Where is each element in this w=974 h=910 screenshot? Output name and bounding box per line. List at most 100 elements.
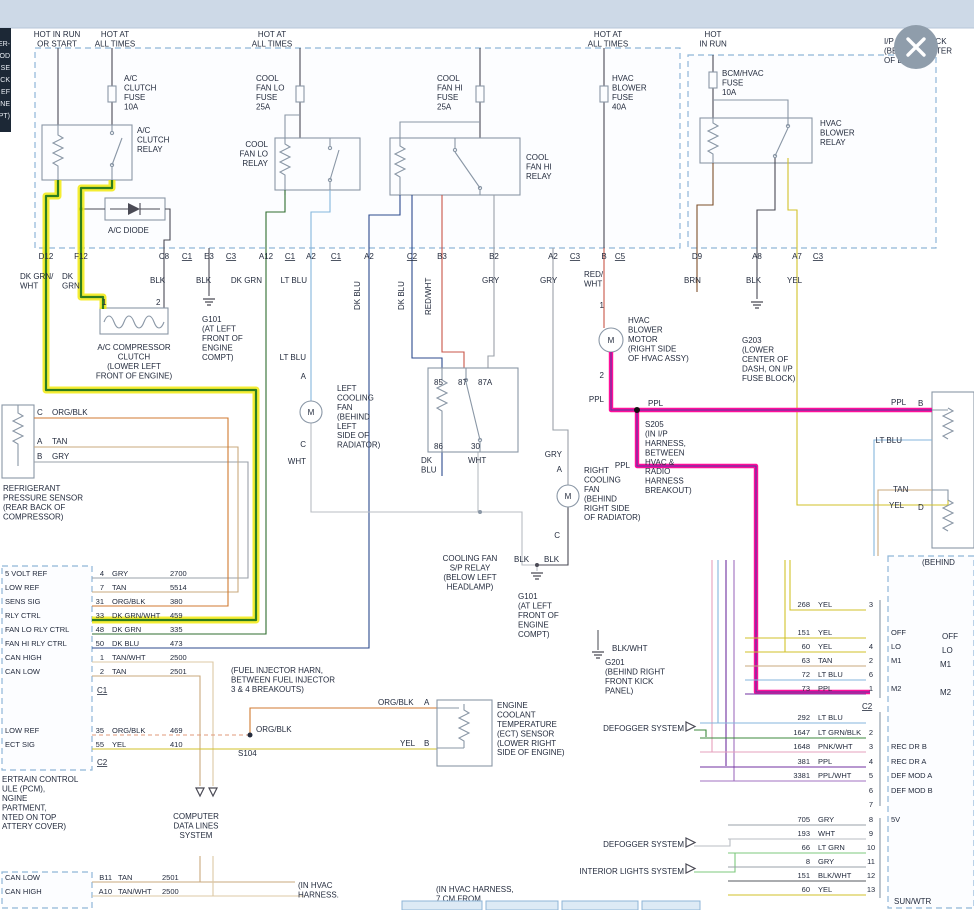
pcm-pin-function: RLY CTRL [5, 611, 41, 620]
pcm-pin-function: LOW REF [5, 583, 40, 592]
label-c2r: C2 [862, 702, 873, 711]
connector-label-c2-11: C2 [407, 252, 418, 261]
right-wire-color: PPL [818, 757, 832, 766]
right-wire-color: PPL/WHT [818, 771, 852, 780]
right-pin-number: 8 [869, 815, 873, 824]
highlight-traces[interactable] [42, 180, 932, 695]
pcm-pin-number: A10 [99, 887, 112, 896]
label-res-ltblu: LT BLU [876, 436, 903, 445]
right-circuit-number: 60 [802, 642, 810, 651]
right-pin-function: 5V [891, 815, 900, 824]
label-rf-a: A [557, 465, 563, 474]
close-icon [906, 37, 926, 57]
right-circuit-number: 381 [797, 757, 810, 766]
pcm-wire-color: GRY [112, 569, 128, 578]
connector-label-a7-20: A7 [792, 252, 802, 261]
label-ps-cw: ORG/BLK [52, 408, 88, 417]
connector-label-a2-14: A2 [548, 252, 558, 261]
pcm-circuit-number: 473 [170, 639, 183, 648]
right-pin-function: DEF MOD A [891, 771, 932, 780]
label-sp87: 87 [458, 378, 467, 387]
label-motor-m-blower: M [608, 336, 615, 345]
cutoff-text-fragment: NE [0, 101, 10, 108]
close-button[interactable] [894, 25, 938, 69]
cutoff-text-fragment: OD [0, 53, 10, 60]
pcm-circuit-number: 2700 [170, 569, 187, 578]
components [11, 307, 955, 767]
pcm-box [1, 565, 93, 909]
right-wire-color: GRY [818, 815, 834, 824]
pcm-circuit-number: 2500 [162, 887, 179, 896]
label-lf-a: A [301, 372, 307, 381]
right-wire-color: LT BLU [818, 670, 843, 679]
label-motor-m-right: M [565, 492, 572, 501]
label-orgblk2: ORG/BLK [256, 725, 292, 734]
g203-ground-icon [751, 301, 763, 309]
right-wire-color: YEL [818, 642, 832, 651]
pcm-wire-color: TAN [118, 873, 132, 882]
right-wire-color: WHT [818, 829, 835, 838]
pcm-wire-color: ORG/BLK [112, 726, 145, 735]
connector-label-c1-9: C1 [331, 252, 342, 261]
label-lo: LO [942, 646, 953, 655]
pcm-pin-number: 48 [96, 625, 104, 634]
s104-splice-dot [247, 732, 253, 738]
pcm-pin-number: 1 [100, 653, 104, 662]
label-blk-b: BLK [544, 555, 560, 564]
pcm-pin-number: 7 [100, 583, 104, 592]
hvac-blower-fuse-icon [599, 85, 609, 103]
label-ppl-c: PPL [615, 461, 631, 470]
defogger-arrow-icon [685, 837, 697, 848]
pcm-circuit-number: 380 [170, 597, 183, 606]
pcm-pin-number: 55 [96, 740, 104, 749]
label-motor-m-left: M [308, 408, 315, 417]
label-sp85: 85 [434, 378, 443, 387]
right-circuit-number: 8 [806, 857, 810, 866]
fuse-block-internals [41, 48, 609, 248]
pcm-pin-function: LOW REF [5, 726, 40, 735]
label-res-b: B [918, 399, 923, 408]
ac-compressor-clutch-box [99, 307, 169, 335]
right-cooling-fan-motor-icon [556, 484, 580, 508]
label-wc8: DK BLU [397, 281, 406, 310]
cooling-fan-sp-relay-box [427, 367, 519, 453]
pcm-pin-number: 33 [96, 611, 104, 620]
right-circuit-number: 1647 [793, 728, 810, 737]
pcm-circuit-number: 2501 [170, 667, 187, 676]
label-rf-gry: GRY [545, 450, 563, 459]
connector-label-c3-5: C3 [226, 252, 237, 261]
right-pin-number: 2 [869, 728, 873, 737]
label-orgblk3: ORG/BLK [378, 698, 414, 707]
pcm-circuit-number: 2501 [162, 873, 179, 882]
right-circuit-number: 1648 [793, 742, 810, 751]
label-wc3: BLK [150, 276, 166, 285]
label-ppl-d: PPL [891, 398, 907, 407]
label-wc5: DK GRN [231, 276, 262, 285]
label-wc13: BRN [684, 276, 701, 285]
right-circuit-number: 151 [797, 628, 810, 637]
cool-fan-lo-relay-box [274, 137, 361, 191]
right-pin-number: 2 [869, 656, 873, 665]
ip-fuse-block-internals [696, 55, 813, 248]
label-wc12: RED/WHT [584, 270, 604, 288]
label-ps-aw: TAN [52, 437, 68, 446]
label-sp86: 86 [434, 442, 443, 451]
label-ect-b: B [424, 739, 429, 748]
pcm-circuit-number: 410 [170, 740, 183, 749]
